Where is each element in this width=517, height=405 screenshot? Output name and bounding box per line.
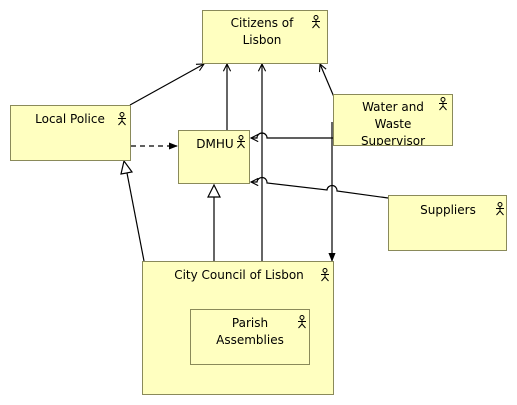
node-label: DMHU [196, 137, 234, 151]
edge-suppliers-dmhu [251, 176, 389, 199]
edge-water-dmhu [251, 132, 333, 138]
actor-icon [237, 135, 245, 149]
node-label: Suppliers [420, 203, 476, 217]
actor-icon [321, 268, 329, 282]
node-water-and-waste-supervisor[interactable]: Water and Waste Supervisor [333, 94, 453, 146]
actor-icon [298, 315, 306, 329]
edge-council-police [126, 172, 145, 262]
node-label: Water and Waste Supervisor [360, 100, 426, 146]
edge-police-citizens [129, 64, 204, 106]
generalization-triangle-dmhu [207, 183, 221, 198]
node-citizens-of-lisbon[interactable]: Citizens of Lisbon [202, 10, 328, 64]
edge-water-citizens [320, 64, 335, 98]
actor-icon [312, 15, 320, 29]
node-label: Citizens of Lisbon [230, 16, 294, 47]
generalization-triangle-police [120, 159, 134, 175]
node-dmhu[interactable]: DMHU [178, 130, 250, 184]
node-suppliers[interactable]: Suppliers [388, 195, 507, 251]
actor-icon [496, 202, 504, 216]
node-label: City Council of Lisbon [174, 268, 304, 282]
node-local-police[interactable]: Local Police [10, 105, 131, 161]
node-parish-assemblies[interactable]: Parish Assemblies [190, 309, 310, 365]
actor-icon [118, 112, 126, 126]
node-label: Local Police [35, 112, 105, 126]
node-label: Parish Assemblies [216, 316, 284, 347]
actor-icon [439, 97, 447, 111]
